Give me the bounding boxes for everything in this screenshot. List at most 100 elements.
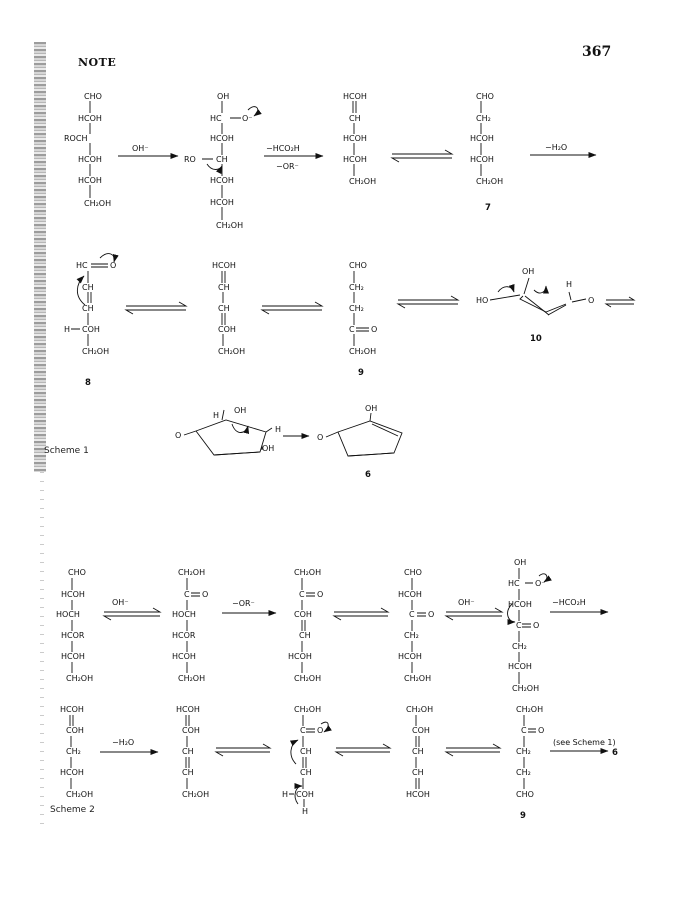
structure-t1: CHO HCOH HOCH HCOR HCOH CH₂OH bbox=[56, 568, 93, 683]
atom-label: CH₂OH bbox=[84, 199, 111, 208]
atom-label: CH bbox=[82, 283, 94, 292]
atom-label: O bbox=[175, 431, 181, 440]
atom-label: OH bbox=[365, 404, 377, 413]
atom-label: CHO bbox=[516, 790, 534, 799]
reaction-arrow-q2: −OR⁻ bbox=[222, 599, 277, 616]
atom-label: CH₂OH bbox=[82, 347, 109, 356]
equilibrium-arrow-8 bbox=[604, 296, 636, 308]
atom-label: CH bbox=[218, 283, 230, 292]
structure-u3: CH₂OH C O CH CH H COH H bbox=[282, 705, 332, 816]
atom-label: CH₂ bbox=[476, 114, 491, 123]
equilibrium-arrow-q9 bbox=[444, 743, 502, 757]
compound-number: 6 bbox=[612, 748, 618, 758]
atom-label: H bbox=[64, 325, 70, 334]
reagent-label: −HCO₂H bbox=[552, 598, 586, 607]
atom-label: HCOH bbox=[508, 662, 532, 671]
atom-label: O bbox=[317, 433, 323, 442]
atom-label: CH₂OH bbox=[516, 705, 543, 714]
atom-label: CH bbox=[299, 631, 311, 640]
scan-edge-shadow bbox=[34, 42, 46, 472]
structure-u2: HCOH COH CH CH CH₂OH bbox=[176, 705, 209, 799]
atom-label: COH bbox=[66, 726, 84, 735]
atom-label: HCOH bbox=[343, 134, 367, 143]
atom-label: CH₂OH bbox=[512, 684, 539, 693]
atom-label: CH₂OH bbox=[349, 347, 376, 356]
atom-label: HCOH bbox=[470, 155, 494, 164]
structure-s10: OH O 6 bbox=[317, 404, 403, 480]
atom-label: CH₂OH bbox=[406, 705, 433, 714]
atom-label: HCOH bbox=[78, 176, 102, 185]
atom-label: CH₂ bbox=[349, 304, 364, 313]
atom-label: COH bbox=[218, 325, 236, 334]
atom-label: HCOR bbox=[61, 631, 85, 640]
atom-label: CH₂ bbox=[404, 631, 419, 640]
structure-s9: H OH H OH O bbox=[175, 406, 281, 456]
compound-number: 9 bbox=[520, 811, 526, 821]
atom-label: CHO bbox=[84, 92, 102, 101]
reagent-label: −OR⁻ bbox=[276, 162, 299, 171]
atom-label: HC bbox=[508, 579, 520, 588]
atom-label: HCOH bbox=[60, 705, 84, 714]
equilibrium-arrow-6 bbox=[260, 301, 324, 315]
atom-label: ROCH bbox=[64, 134, 87, 143]
atom-label: O bbox=[202, 590, 208, 599]
atom-label: CH₂OH bbox=[66, 790, 93, 799]
atom-label: HCOH bbox=[210, 176, 234, 185]
scheme-2-label: Scheme 2 bbox=[50, 805, 95, 815]
atom-label: HCOH bbox=[288, 652, 312, 661]
reaction-arrow-4: −H₂O bbox=[530, 143, 597, 158]
scan-edge-speckle bbox=[40, 472, 44, 832]
atom-label: CHO bbox=[349, 261, 367, 270]
atom-label: CH bbox=[216, 155, 228, 164]
atom-label: CH bbox=[82, 304, 94, 313]
atom-label: O bbox=[588, 296, 594, 305]
atom-label: CH₂OH bbox=[218, 347, 245, 356]
equilibrium-arrow-q3 bbox=[332, 607, 390, 621]
structure-t4: CHO HCOH C O CH₂ HCOH CH₂OH bbox=[398, 568, 434, 683]
atom-label: CH bbox=[300, 768, 312, 777]
atom-label: HCOH bbox=[470, 134, 494, 143]
equilibrium-arrow-q7 bbox=[214, 743, 272, 757]
reagent-label: −OR⁻ bbox=[232, 599, 255, 608]
atom-label: O bbox=[317, 590, 323, 599]
atom-label: CH₂ bbox=[66, 747, 81, 756]
atom-label: HCOH bbox=[508, 600, 532, 609]
equilibrium-arrow-5 bbox=[124, 301, 188, 315]
atom-label: CH bbox=[182, 768, 194, 777]
atom-label: HCOH bbox=[343, 155, 367, 164]
atom-label: O bbox=[110, 261, 116, 270]
atom-label: H bbox=[282, 790, 288, 799]
compound-number: 10 bbox=[530, 334, 542, 344]
page-number: 367 bbox=[582, 44, 612, 60]
atom-label: HCOH bbox=[78, 114, 102, 123]
reagent-label: OH⁻ bbox=[112, 598, 129, 607]
atom-label: CH₂OH bbox=[294, 705, 321, 714]
structure-s6: HCOH CH CH COH CH₂OH bbox=[212, 261, 245, 356]
reagent-label: (see Scheme 1) bbox=[553, 738, 616, 747]
reaction-arrow-q10: (see Scheme 1) 6 bbox=[550, 738, 618, 758]
atom-label: O bbox=[428, 610, 434, 619]
running-head: NOTE bbox=[78, 56, 117, 69]
atom-label: COH bbox=[412, 726, 430, 735]
structure-s2: OH HC O⁻ HCOH RO CH HCOH HCOH CH₂OH bbox=[184, 92, 262, 230]
compound-number: 7 bbox=[485, 203, 491, 213]
compound-number: 8 bbox=[85, 378, 91, 388]
atom-label: C bbox=[299, 590, 305, 599]
atom-label: CHO bbox=[68, 568, 86, 577]
atom-label: HCOH bbox=[398, 590, 422, 599]
atom-label: C bbox=[300, 726, 306, 735]
equilibrium-arrow-3 bbox=[390, 149, 454, 163]
atom-label: COH bbox=[296, 790, 314, 799]
structure-s7: CHO CH₂ CH₂ C O CH₂OH 9 bbox=[349, 261, 377, 378]
atom-label: HOCH bbox=[172, 610, 196, 619]
equilibrium-arrow-q4: OH⁻ bbox=[444, 598, 504, 621]
atom-label: CH bbox=[300, 747, 312, 756]
structure-s4: CHO CH₂ HCOH HCOH CH₂OH 7 bbox=[470, 92, 503, 213]
atom-label: OH bbox=[217, 92, 229, 101]
atom-label: H bbox=[566, 280, 572, 289]
atom-label: O⁻ bbox=[535, 579, 546, 588]
atom-label: C bbox=[409, 610, 415, 619]
reaction-arrow-2: −HCO₂H −OR⁻ bbox=[264, 144, 324, 171]
structure-s3: HCOH CH HCOH HCOH CH₂OH bbox=[343, 92, 376, 186]
